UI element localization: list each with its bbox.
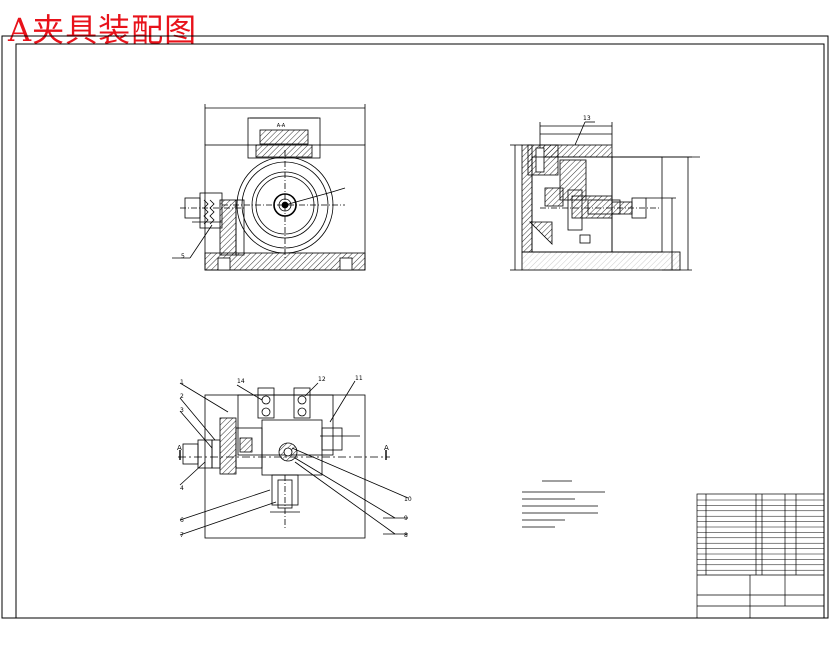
label-part-5: 5 (181, 253, 185, 260)
plan-view (178, 380, 409, 539)
label-part-4: 4 (180, 485, 184, 492)
label-part-9: 9 (404, 515, 408, 522)
section-marker-right: A (384, 444, 389, 452)
label-part-12: 12 (318, 376, 326, 383)
drawing-title: A夹具装配图 (8, 11, 198, 49)
label-part-11: 11 (355, 375, 363, 382)
outer-border (1, 35, 829, 619)
parts-list-rows (697, 499, 824, 571)
side-view (510, 121, 700, 271)
label-part-1: 1 (180, 379, 184, 386)
label-part-8: 8 (404, 532, 408, 539)
section-marker-left: A (177, 444, 182, 452)
parts-list (696, 493, 825, 619)
label-part-3: 3 (180, 407, 184, 414)
label-section: A-A (277, 123, 286, 129)
label-part-14: 14 (237, 378, 245, 385)
inner-border (15, 43, 825, 619)
technical-notes (522, 480, 605, 528)
label-part-2: 2 (180, 393, 184, 400)
label-part-7: 7 (180, 532, 184, 539)
label-part-6: 6 (180, 517, 184, 524)
front-view (172, 104, 366, 271)
label-part-13: 13 (583, 115, 591, 122)
label-part-10: 10 (404, 496, 412, 503)
